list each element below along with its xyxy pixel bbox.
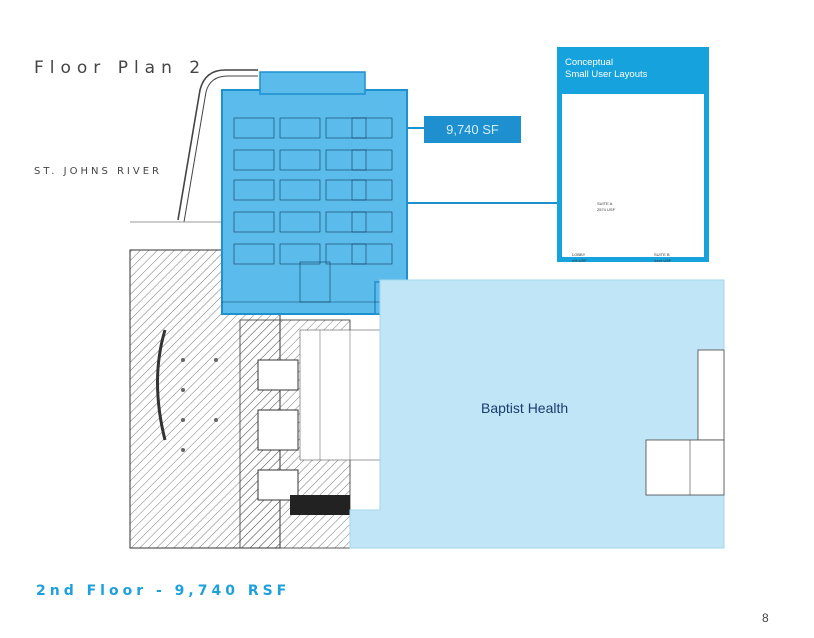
- inset-label-suite-a: SUITE A: [597, 201, 613, 206]
- inset-plan: SUITE A 2574 USF LOBBY x% USF SUITE B 4x…: [562, 94, 704, 263]
- inset-label-suite-b-size: 4xxx USF: [654, 258, 672, 263]
- inset-label-suite-a-size: 2574 USF: [597, 207, 616, 212]
- inset-title-line1: Conceptual: [565, 57, 614, 68]
- inset-label-lobby-size: x% USF: [572, 258, 587, 263]
- suite-highlight: [221, 89, 408, 315]
- inset-title-line2: Small User Layouts: [565, 69, 648, 80]
- inset-title: Conceptual Small User Layouts: [565, 57, 647, 81]
- river-outline: [177, 69, 258, 221]
- inset-panel: Conceptual Small User Layouts SUITE A 25…: [557, 47, 709, 263]
- footer-title: 2nd Floor - 9,740 RSF: [36, 583, 291, 599]
- inset-label-lobby: LOBBY: [572, 252, 586, 257]
- tenant-label: Baptist Health: [481, 400, 569, 416]
- area-badge: 9,740 SF: [424, 116, 521, 143]
- page-number: 8: [762, 611, 769, 625]
- tenant-area: [349, 279, 725, 549]
- river-label: ST. JOHNS RIVER: [34, 166, 162, 177]
- area-badge-label: 9,740 SF: [446, 122, 499, 137]
- inset-label-suite-b: SUITE B: [654, 252, 670, 257]
- page-title: Floor Plan 2: [34, 58, 207, 78]
